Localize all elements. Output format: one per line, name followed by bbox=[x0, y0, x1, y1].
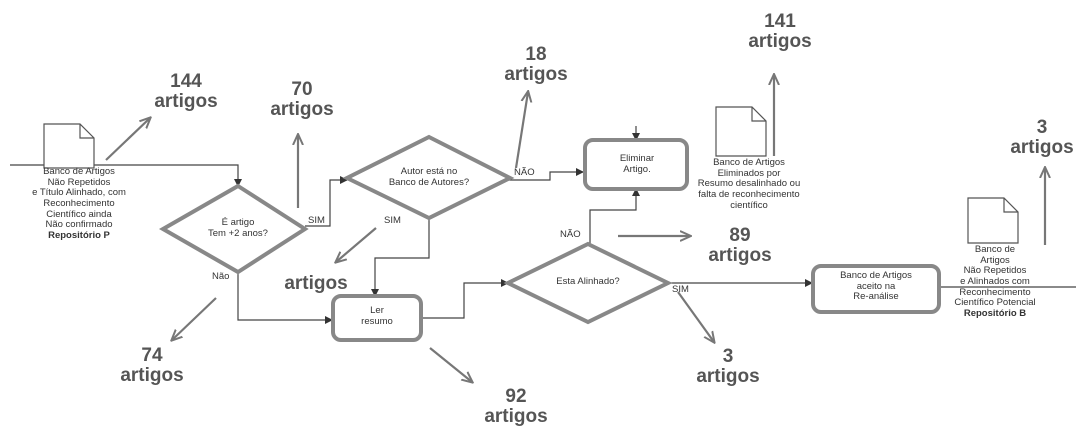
flow-nao-to-eliminate bbox=[508, 168, 584, 181]
edge-label-sim-author: SIM bbox=[384, 215, 401, 226]
flow-read-to-aligned bbox=[422, 279, 509, 319]
edge-label-nao-age: Não bbox=[212, 271, 230, 282]
document-icon-repo-p bbox=[43, 123, 95, 169]
decision-author bbox=[342, 134, 515, 221]
document-caption-eliminated: Banco de Artigos Eliminados por Resumo d… bbox=[697, 157, 801, 211]
count-arrow-18 bbox=[514, 92, 528, 169]
count-arrow-92 bbox=[429, 347, 472, 382]
document-caption-repo-p: Banco de Artigos Não Repetidos e Título … bbox=[32, 166, 126, 241]
flow-sim-to-author bbox=[305, 176, 348, 227]
process-eliminate-box bbox=[583, 138, 689, 191]
process-read-box bbox=[331, 294, 423, 342]
count-arrow-74 bbox=[172, 297, 217, 340]
process-accepted-box bbox=[811, 264, 941, 314]
count-arrow-144 bbox=[105, 118, 150, 161]
edge-label-nao-author: NÃO bbox=[514, 167, 535, 178]
document-caption-repo-b: Banco de Artigos Não Repetidos e Alinhad… bbox=[954, 244, 1036, 319]
flow-aligned-nao-to-eliminate bbox=[589, 188, 640, 244]
flow-author-sim-to-read bbox=[371, 218, 430, 297]
document-icon-repo-b bbox=[967, 197, 1019, 244]
count-arrow-3-bottom bbox=[677, 291, 714, 342]
decision-aligned bbox=[503, 241, 673, 325]
count-arrow-mid bbox=[336, 227, 377, 262]
decision-aligned-text: Esta Alinhado? bbox=[556, 276, 620, 287]
count-mid: artigos bbox=[284, 273, 348, 294]
decision-age bbox=[158, 183, 309, 275]
document-icon-eliminated bbox=[715, 106, 767, 157]
flow-age-nao-to-read bbox=[237, 272, 333, 324]
edge-label-sim-age: SIM bbox=[308, 215, 325, 226]
edge-label-nao-aligned: NÃO bbox=[560, 229, 581, 240]
edge-label-sim-aligned: SIM bbox=[672, 284, 689, 295]
